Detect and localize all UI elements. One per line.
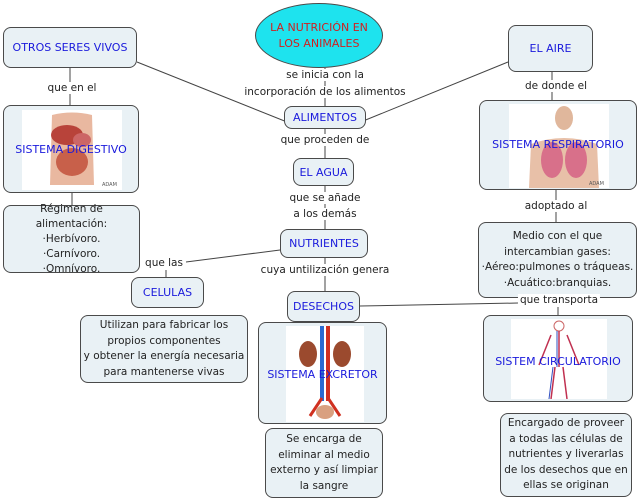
link-label: que en el bbox=[45, 82, 99, 94]
digestive-system-image: ADAM bbox=[22, 110, 122, 190]
concept-sistema-circulatorio[interactable]: SISTEM CIRCULATORIO bbox=[483, 315, 633, 402]
note-line: eliminar al medio bbox=[278, 448, 370, 461]
note-utilizan[interactable]: Utilizan para fabricar los propios compo… bbox=[80, 315, 248, 383]
link-label: de donde el bbox=[522, 80, 590, 92]
note-line: externo y así limpiar bbox=[270, 464, 378, 476]
title-line: LOS ANIMALES bbox=[278, 36, 360, 50]
connector-line bbox=[359, 302, 519, 307]
note-line: de los desechos que en bbox=[504, 463, 628, 476]
concept-sistema-respiratorio[interactable]: ADAM SISTEMA RESPIRATORIO bbox=[479, 100, 637, 190]
note-excretor[interactable]: Se encarga de eliminar al medio externo … bbox=[265, 428, 383, 498]
note-line: ·Acuático:branquias. bbox=[503, 276, 612, 289]
concept-label: EL AIRE bbox=[529, 42, 572, 55]
link-label: incorporación de los alimentos bbox=[242, 86, 408, 98]
concept-otros-seres-vivos[interactable]: OTROS SERES VIVOS bbox=[3, 27, 137, 68]
link-label: a los demás bbox=[291, 208, 359, 220]
note-regimen[interactable]: Régimen de alimentación: ·Herbívoro. ·Ca… bbox=[3, 202, 140, 275]
concept-celulas[interactable]: CELULAS bbox=[131, 277, 204, 308]
link-label: que las bbox=[143, 257, 185, 269]
note-line: intercambian gases: bbox=[504, 245, 611, 258]
concept-sistema-excretor[interactable]: SISTEMA EXCRETOR bbox=[258, 322, 387, 424]
concept-label: SISTEMA EXCRETOR bbox=[267, 368, 378, 381]
note-line: y obtener la energía necesaria bbox=[83, 350, 245, 362]
link-label: se inicia con la bbox=[284, 69, 366, 81]
concept-label: DESECHOS bbox=[293, 300, 354, 313]
watermark: ADAM bbox=[589, 181, 604, 187]
excretory-system-image bbox=[286, 326, 364, 422]
concept-sistema-digestivo[interactable]: ADAM SISTEMA DIGESTIVO bbox=[3, 105, 139, 193]
note-line: ellas se originan bbox=[523, 479, 609, 492]
link-label: que proceden de bbox=[278, 134, 372, 146]
note-line: a todas las células de bbox=[509, 432, 623, 445]
note-circulatorio[interactable]: Encargado de proveer a todas las células… bbox=[500, 413, 632, 497]
concept-label: NUTRIENTES bbox=[289, 237, 359, 250]
link-label: cuya untilización genera bbox=[258, 264, 392, 276]
note-line: Utilizan para fabricar los bbox=[99, 319, 229, 331]
link-label: que se añade bbox=[287, 192, 363, 204]
title-line: LA NUTRICIÓN EN bbox=[270, 20, 368, 34]
note-medio[interactable]: Medio con el que intercambian gases: ·Aé… bbox=[478, 222, 637, 298]
concept-desechos[interactable]: DESECHOS bbox=[287, 291, 360, 322]
link-label: que transporta bbox=[517, 294, 601, 306]
note-line: Medio con el que bbox=[512, 230, 603, 242]
note-line: propios componentes bbox=[107, 334, 221, 347]
concept-label: SISTEMA DIGESTIVO bbox=[15, 143, 127, 156]
concept-label: EL AGUA bbox=[299, 165, 348, 179]
respiratory-system-image: ADAM bbox=[509, 104, 609, 188]
note-line: Encargado de proveer bbox=[507, 417, 625, 430]
note-line: ·Omnívoro. bbox=[42, 262, 101, 275]
connector-line bbox=[185, 249, 281, 263]
note-line: ·Aéreo:pulmones o tráqueas. bbox=[481, 261, 634, 273]
note-line: nutrientes y liverarlas bbox=[508, 448, 624, 461]
concept-label: SISTEMA RESPIRATORIO bbox=[492, 138, 624, 151]
concept-label: SISTEM CIRCULATORIO bbox=[495, 355, 621, 368]
concept-el-aire[interactable]: EL AIRE bbox=[508, 25, 593, 72]
note-line: ·Herbívoro. bbox=[42, 232, 101, 245]
watermark: ADAM bbox=[102, 182, 117, 188]
circulatory-system-image bbox=[511, 319, 607, 399]
note-line: Se encarga de bbox=[286, 433, 362, 445]
connector-line bbox=[136, 61, 303, 129]
concept-el-agua[interactable]: EL AGUA bbox=[293, 158, 354, 186]
concept-label: CELULAS bbox=[142, 286, 193, 299]
note-line: la sangre bbox=[299, 479, 349, 492]
concept-alimentos[interactable]: ALIMENTOS bbox=[284, 106, 366, 129]
concept-nutrientes[interactable]: NUTRIENTES bbox=[280, 229, 368, 258]
connector-line bbox=[345, 61, 509, 129]
note-line: para mantenerse vivas bbox=[103, 365, 225, 378]
link-label: adoptado al bbox=[522, 200, 590, 212]
title-ellipse[interactable]: LA NUTRICIÓN EN LOS ANIMALES bbox=[255, 3, 383, 68]
concept-label: OTROS SERES VIVOS bbox=[12, 41, 128, 54]
note-line: Régimen de alimentación: bbox=[35, 202, 108, 230]
note-line: ·Carnívoro. bbox=[42, 247, 101, 260]
concept-label: ALIMENTOS bbox=[293, 111, 357, 124]
